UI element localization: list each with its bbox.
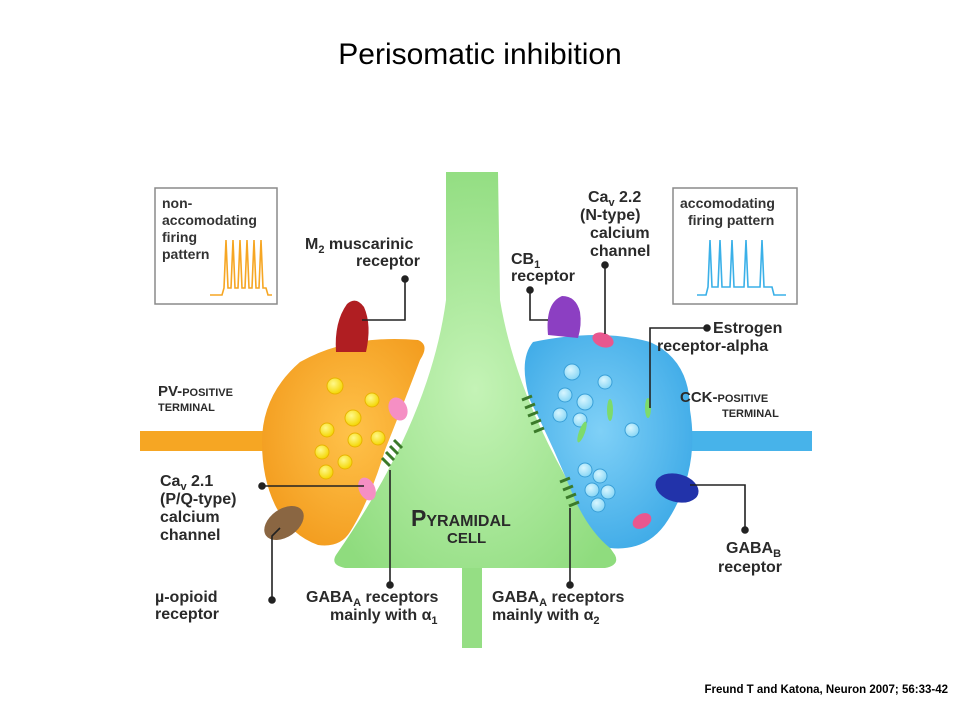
m2-label-line2: receptor bbox=[356, 253, 420, 270]
cav21-channel-upper bbox=[388, 397, 408, 421]
cav22-label-line1: Cav 2.2 bbox=[588, 189, 641, 209]
pv-vesicles bbox=[314, 377, 386, 480]
cb1-label-line1: CB1 bbox=[511, 251, 540, 271]
cav21-label-line1: Cav 2.1 bbox=[160, 473, 213, 493]
cav21-label-line2: (P/Q-type) bbox=[160, 491, 236, 508]
gabaa2-label-line2: mainly with α2 bbox=[492, 607, 600, 627]
gabaa2-label-line1: GABAA receptors bbox=[492, 589, 625, 609]
estrogen-label-line1: Estrogen bbox=[713, 320, 782, 337]
leader-lines bbox=[258, 261, 749, 604]
cb1-synapse-ticks bbox=[521, 394, 545, 434]
gabab-receptor-shape bbox=[655, 473, 699, 503]
gabaa-alpha1-ticks bbox=[380, 438, 404, 468]
pyramidal-label-line2: CELL bbox=[447, 530, 486, 547]
cav21-label-line4: channel bbox=[160, 527, 220, 544]
pv-terminal-label-line2: TERMINAL bbox=[158, 402, 215, 414]
cav22-channel bbox=[592, 332, 614, 348]
gabaa1-label-line2: mainly with α1 bbox=[330, 607, 438, 627]
nonaccomodating-box: non- accomodating firing pattern bbox=[154, 187, 278, 305]
cck-bottom-channel bbox=[632, 513, 652, 529]
accomodating-box: accomodating firing pattern bbox=[672, 187, 798, 305]
mu-opioid-label-line2: receptor bbox=[155, 606, 219, 623]
nonaccom-label-2: accomodating bbox=[162, 212, 257, 228]
cav22-label-line3: calcium bbox=[590, 225, 650, 242]
accom-label-1: accomodating bbox=[680, 195, 775, 211]
nonaccom-label-1: non- bbox=[162, 195, 193, 211]
nonaccom-label-3: firing bbox=[162, 229, 197, 245]
gabab-label-line1: GABAB bbox=[726, 540, 781, 560]
mu-opioid-shape bbox=[264, 505, 304, 541]
blue-spike-trace bbox=[697, 239, 786, 296]
cb1-label-line2: receptor bbox=[511, 268, 575, 285]
accom-label-2: firing pattern bbox=[688, 212, 774, 228]
gabaa1-label-line1: GABAA receptors bbox=[306, 589, 439, 609]
cb1-receptor-shape bbox=[547, 296, 581, 338]
m2-receptor-shape bbox=[335, 300, 369, 352]
estrogen-label-line2: receptor-alpha bbox=[657, 338, 768, 355]
pyramidal-cell bbox=[334, 172, 617, 648]
nonaccom-label-4: pattern bbox=[162, 246, 209, 262]
pyramidal-label-line1: PYRAMIDAL bbox=[411, 505, 511, 531]
text-labels: M2 muscarinic receptor PV-POSITIVE TERMI… bbox=[155, 189, 782, 627]
cav21-label-line3: calcium bbox=[160, 509, 220, 526]
gabab-label-line2: receptor bbox=[718, 559, 782, 576]
pv-positive-terminal bbox=[140, 300, 425, 546]
citation: Freund T and Katona, Neuron 2007; 56:33-… bbox=[704, 684, 948, 696]
m2-label-line1: M2 muscarinic bbox=[305, 236, 413, 256]
pv-terminal-label-line1: PV-POSITIVE bbox=[158, 383, 233, 400]
orange-spike-trace bbox=[210, 239, 272, 296]
cav21-channel-lower bbox=[358, 477, 376, 501]
gabaa-alpha2-ticks bbox=[559, 476, 580, 508]
cck-terminal-label-line2: TERMINAL bbox=[722, 408, 779, 420]
cck-vesicles bbox=[552, 363, 651, 513]
mu-opioid-label-line1: µ-opioid bbox=[155, 589, 218, 606]
cav22-label-line4: channel bbox=[590, 243, 650, 260]
cck-terminal-label-line1: CCK-POSITIVE bbox=[680, 389, 768, 406]
page-title: Perisomatic inhibition bbox=[338, 38, 622, 71]
cav22-label-line2: (N-type) bbox=[580, 207, 640, 224]
